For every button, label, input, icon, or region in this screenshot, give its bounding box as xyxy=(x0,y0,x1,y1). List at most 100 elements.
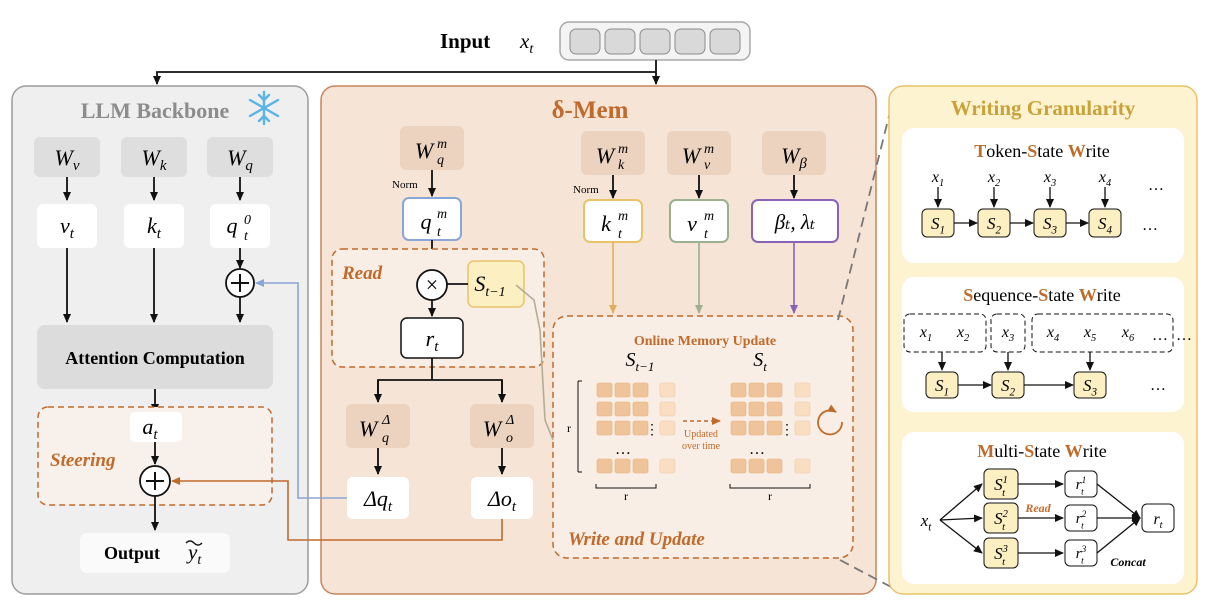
multi-concat-label: Concat xyxy=(1110,555,1146,569)
title-part: tate xyxy=(1037,141,1067,161)
attention-box xyxy=(37,325,273,389)
dq-to-query-arrow xyxy=(255,279,347,499)
seq-chunk xyxy=(903,313,987,353)
token-s: S2 xyxy=(987,214,1002,236)
backbone-wv: Wv xyxy=(55,145,80,174)
vm-sup: m xyxy=(704,209,714,224)
token-x: x3 xyxy=(1043,169,1056,189)
norm-label-k: Norm xyxy=(573,184,599,196)
mem-wq-sup: m xyxy=(437,137,447,152)
backbone-title: LLM Backbone xyxy=(81,98,230,123)
multi-s-sub: t xyxy=(1002,557,1006,568)
state-cell xyxy=(614,420,631,436)
seq-s: S2 xyxy=(1001,376,1016,398)
qm-sup: m xyxy=(437,207,447,222)
times-icon: × xyxy=(426,272,438,297)
output-var: yt xyxy=(186,540,202,568)
ellipsis: … xyxy=(1148,177,1164,194)
vm-sub: t xyxy=(704,227,709,242)
title-part: rite xyxy=(1086,141,1110,161)
multi-r-sup: 2 xyxy=(1082,510,1087,520)
seq-s-sub: 1 xyxy=(943,386,949,398)
mem-wbeta-box xyxy=(762,131,826,175)
input-label: Input xyxy=(440,29,490,53)
beta-var: βₜ, λₜ xyxy=(774,210,815,234)
qm-var: q xyxy=(421,209,432,234)
title-part: W xyxy=(1068,141,1086,161)
state-cell xyxy=(748,420,765,436)
token-state-title: Token-State Write xyxy=(974,141,1110,161)
title-part: W xyxy=(1065,441,1083,461)
wq-delta-sub: q xyxy=(382,431,389,446)
token-x-base: x xyxy=(1043,169,1051,186)
backbone-v: vt xyxy=(60,213,75,242)
token-x-sub: 1 xyxy=(939,178,944,189)
input-token xyxy=(639,28,671,55)
multi-r-sup: 3 xyxy=(1081,545,1087,555)
multi-r-base: r xyxy=(1076,546,1082,562)
seq-x-base: x xyxy=(1121,324,1129,341)
seq-x-base: x xyxy=(919,324,927,341)
seq-s-base: S xyxy=(1001,376,1010,395)
multi-out: rt xyxy=(1153,511,1163,531)
state-cell xyxy=(632,382,649,398)
token-x: x2 xyxy=(987,169,1000,189)
zoom-line-top xyxy=(837,99,894,321)
seq-x: x2 xyxy=(956,324,969,344)
do-box xyxy=(471,477,533,519)
vm-var: v xyxy=(687,211,697,236)
backbone-wq: Wq xyxy=(227,145,253,174)
seq-chunk xyxy=(1031,313,1174,353)
wo-delta: W xyxy=(483,416,503,441)
seq-s: S1 xyxy=(935,376,949,398)
seq-state-box xyxy=(1073,371,1107,399)
ellipsis: … xyxy=(615,441,631,458)
multi-s-base: S xyxy=(994,544,1003,563)
seq-s-base: S xyxy=(935,376,944,395)
state-cell xyxy=(766,458,783,474)
updated-label: Updated xyxy=(684,429,718,440)
ellipsis: … xyxy=(1150,377,1166,394)
online-update-frame xyxy=(552,315,854,559)
multi-x-sub: t xyxy=(928,521,932,533)
multi-s-sub: t xyxy=(1002,488,1006,499)
backbone-k: kt xyxy=(147,213,162,242)
state-cell xyxy=(659,458,676,474)
title-part: S xyxy=(1038,285,1048,305)
state-cell xyxy=(794,401,811,417)
zoom-line-bottom xyxy=(839,559,894,589)
km-box xyxy=(583,199,643,243)
token-state-row: x1S1x2S2x3S3x4S4…… xyxy=(921,169,1164,238)
s-prev-to-update-line xyxy=(515,284,554,441)
llm-backbone-panel: LLM Backbone Wv Wk Wq vt kt q 0 t xyxy=(11,85,309,595)
multi-r-base: r xyxy=(1076,477,1082,493)
dq-box xyxy=(347,477,409,519)
do-var: Δot xyxy=(487,486,517,515)
state-cell xyxy=(748,382,765,398)
title-part: rite xyxy=(1097,285,1121,305)
wq-delta: W xyxy=(359,416,379,441)
seq-x-sub: 6 xyxy=(1129,333,1135,344)
a-box xyxy=(130,412,182,442)
state-cell xyxy=(730,401,747,417)
mem-wbeta: Wβ xyxy=(781,143,807,172)
token-x: x1 xyxy=(931,169,944,189)
ellipsis: ⋮ xyxy=(780,423,794,438)
token-s-sub: 2 xyxy=(995,224,1001,236)
seq-x: x6 xyxy=(1121,324,1135,344)
sequence-state-card xyxy=(902,277,1184,412)
title-part: M xyxy=(977,441,994,461)
ellipsis: … xyxy=(1152,327,1168,344)
col-brace-right xyxy=(729,484,811,489)
mem-wq-sub: q xyxy=(437,153,444,168)
state-cell xyxy=(614,458,631,474)
input-var: xt xyxy=(519,29,534,57)
over-time-label: over time xyxy=(682,441,721,452)
state-cell xyxy=(748,458,765,474)
token-s: S1 xyxy=(931,214,945,236)
seq-s: S3 xyxy=(1083,376,1098,398)
